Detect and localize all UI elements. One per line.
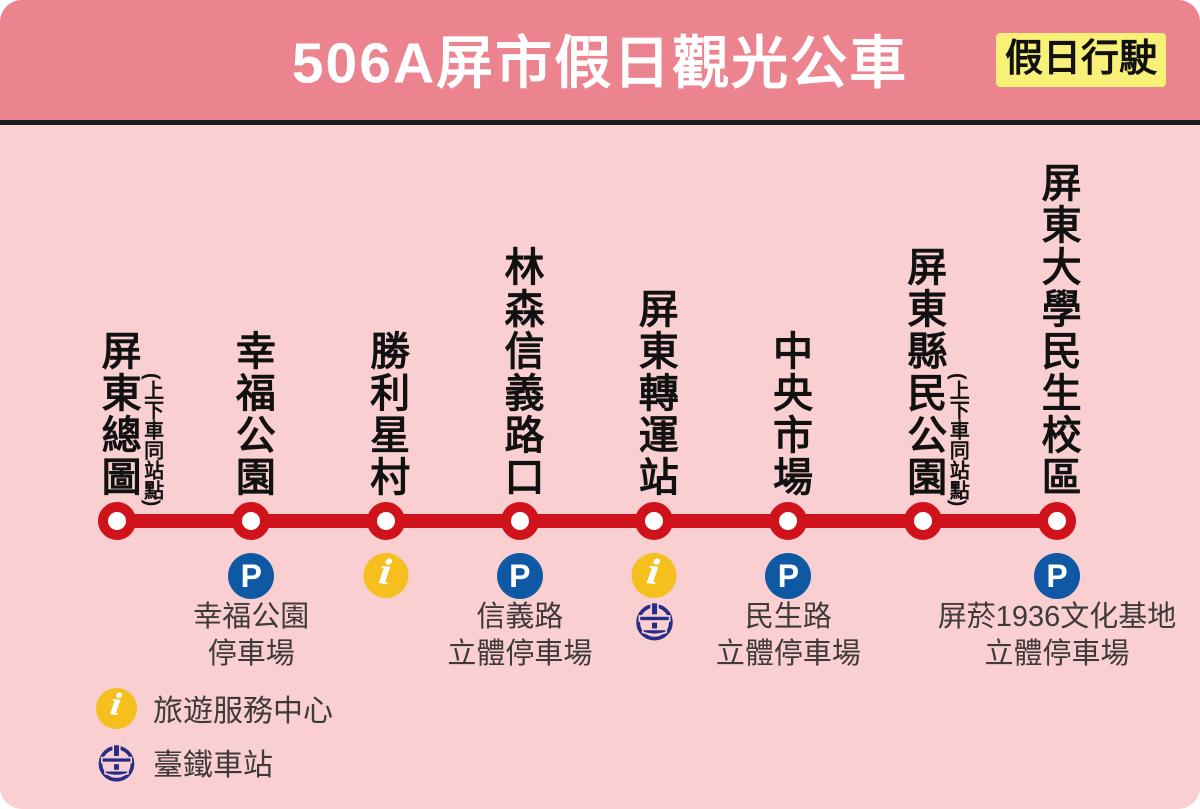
station-label: 屏東縣民公園(上下車同站點) <box>901 246 968 506</box>
parking-glyph: P <box>509 557 531 594</box>
legend-label: 旅遊服務中心 <box>153 695 333 728</box>
caption-line: 屏菸1936文化基地 <box>937 601 1177 633</box>
holiday-service-badge: 假日行駛 <box>995 33 1166 87</box>
header-divider <box>0 120 1200 125</box>
station-name: 屏東總圖 <box>95 330 140 498</box>
caption-line: 民生路 <box>744 601 832 633</box>
legend: i 旅遊服務中心臺鐵車站 <box>96 686 333 784</box>
station-note: (上下車同站點) <box>946 372 969 506</box>
info-glyph: i <box>107 686 125 724</box>
parking-icon: P <box>765 553 812 599</box>
station-dot <box>1038 502 1076 540</box>
page-title: 506A屏市假日觀光公車 <box>291 31 909 96</box>
legend-item: 臺鐵車站 <box>96 740 333 784</box>
station-name: 中央市場 <box>767 330 812 498</box>
station-label: 幸福公園 <box>229 330 274 498</box>
header-bar: 506A屏市假日觀光公車 假日行駛 <box>0 0 1200 120</box>
caption-line: 立體停車場 <box>984 638 1130 670</box>
amenity-stack: P <box>228 553 275 599</box>
station-label: 屏東總圖(上下車同站點) <box>95 330 163 506</box>
caption-line: 立體停車場 <box>447 638 593 670</box>
station-name: 屏東大學民生校區 <box>1035 162 1080 498</box>
station-name: 屏東縣民公園 <box>901 246 946 498</box>
parking-icon: P <box>496 553 543 599</box>
stop-caption: 幸福公園停車場 <box>193 599 309 673</box>
station-dot <box>769 502 808 540</box>
amenity-stack: i <box>363 551 409 598</box>
parking-glyph: P <box>777 557 800 594</box>
stop-caption: 信義路立體停車場 <box>447 599 592 673</box>
station-dot <box>232 502 271 540</box>
amenity-stack: P <box>765 553 812 599</box>
station-name: 幸福公園 <box>229 330 274 498</box>
caption-line: 信義路 <box>476 601 564 633</box>
info-icon: i <box>631 551 677 598</box>
info-glyph: i <box>375 551 395 594</box>
caption-line: 停車場 <box>207 638 295 670</box>
station-dot <box>500 502 539 540</box>
caption-line: 立體停車場 <box>715 638 861 670</box>
station-dot <box>366 502 405 540</box>
amenity-stack: P <box>1034 553 1080 599</box>
amenity-stack: i <box>631 551 677 642</box>
tra-railway-icon <box>96 742 137 783</box>
info-glyph: i <box>644 551 663 594</box>
stop-caption: 民生路立體停車場 <box>716 599 861 673</box>
station-label: 屏東大學民生校區 <box>1035 162 1080 498</box>
legend-item: i 旅遊服務中心 <box>96 686 333 730</box>
station-name: 林森信義路口 <box>498 246 543 498</box>
caption-line: 幸福公園 <box>193 601 310 633</box>
station-dot <box>98 502 136 540</box>
amenity-stack: P <box>496 553 543 599</box>
route-line <box>117 514 1057 528</box>
tra-railway-icon <box>633 600 675 642</box>
info-icon: i <box>96 686 137 729</box>
station-dot <box>903 502 942 540</box>
parking-icon: P <box>228 553 275 599</box>
station-name: 屏東轉運站 <box>632 288 677 498</box>
station-label: 屏東轉運站 <box>632 288 677 498</box>
station-dot <box>635 502 674 540</box>
station-name: 勝利星村 <box>364 330 409 498</box>
station-label: 林森信義路口 <box>498 246 543 498</box>
station-note: (上下車同站點) <box>140 372 163 506</box>
stop-caption: 屏菸1936文化基地立體停車場 <box>938 599 1177 673</box>
station-label: 勝利星村 <box>364 330 409 498</box>
parking-icon: P <box>1034 553 1080 599</box>
info-icon: i <box>363 551 409 598</box>
station-label: 中央市場 <box>767 330 812 498</box>
parking-glyph: P <box>240 557 262 594</box>
parking-glyph: P <box>1046 557 1068 594</box>
legend-label: 臺鐵車站 <box>153 749 273 782</box>
